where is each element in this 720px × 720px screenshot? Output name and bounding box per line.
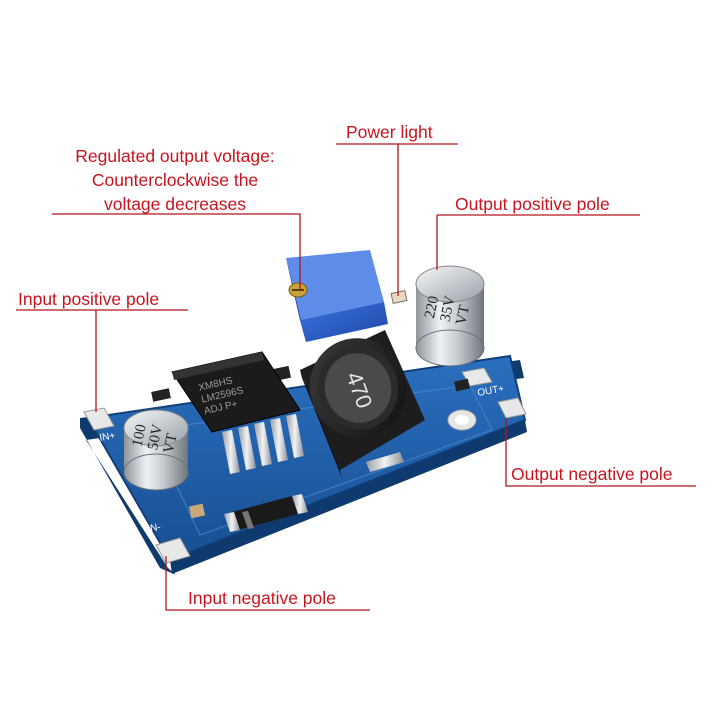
label-regulated-line1: Regulated output voltage: <box>75 146 275 166</box>
label-input-negative: Input negative pole <box>188 588 336 608</box>
label-regulated-output: Regulated output voltage: Counterclockwi… <box>52 144 298 216</box>
mounting-hole <box>447 409 477 431</box>
power-led <box>390 290 408 304</box>
cap-out-marking-2: 35V <box>438 294 459 323</box>
output-capacitor: 220 35V VT <box>415 265 485 367</box>
label-output-negative: Output negative pole <box>511 464 673 484</box>
leader-output-negative <box>505 418 696 487</box>
label-regulated-line2: Counterclockwise the <box>91 170 259 190</box>
silk-in-plus: IN+ <box>99 430 117 444</box>
adjustment-screw-icon[interactable] <box>288 282 308 298</box>
schottky-diode <box>224 494 308 532</box>
silk-in-minus: IN- <box>147 522 162 535</box>
cap-in-marking-2: 50V <box>145 423 166 452</box>
label-regulated-line3: voltage decreases <box>103 194 247 214</box>
cap-out-marking-3: VT <box>453 304 473 327</box>
leader-input-negative <box>165 556 370 611</box>
label-power-light: Power light <box>346 122 433 142</box>
input-capacitor: 100 50V VT <box>123 409 189 491</box>
lm2596-chip: XM8HS LM2596S ADJ P+ <box>171 351 304 474</box>
label-output-positive: Output positive pole <box>455 194 610 214</box>
pad-out-minus <box>497 397 527 419</box>
leader-lines <box>16 143 696 611</box>
cap-in-marking-1: 100 <box>129 423 149 448</box>
inductor: 470 <box>300 330 425 478</box>
label-input-positive: Input positive pole <box>18 289 160 309</box>
silk-out-plus: OUT+ <box>477 383 506 399</box>
potentiometer <box>286 250 388 342</box>
cap-in-marking-3: VT <box>161 432 181 455</box>
pad-in-minus <box>155 537 191 564</box>
chip-pins <box>222 414 304 474</box>
leader-regulated <box>52 213 301 290</box>
cap-out-marking-1: 220 <box>422 295 442 320</box>
pad-in-plus <box>83 407 115 431</box>
